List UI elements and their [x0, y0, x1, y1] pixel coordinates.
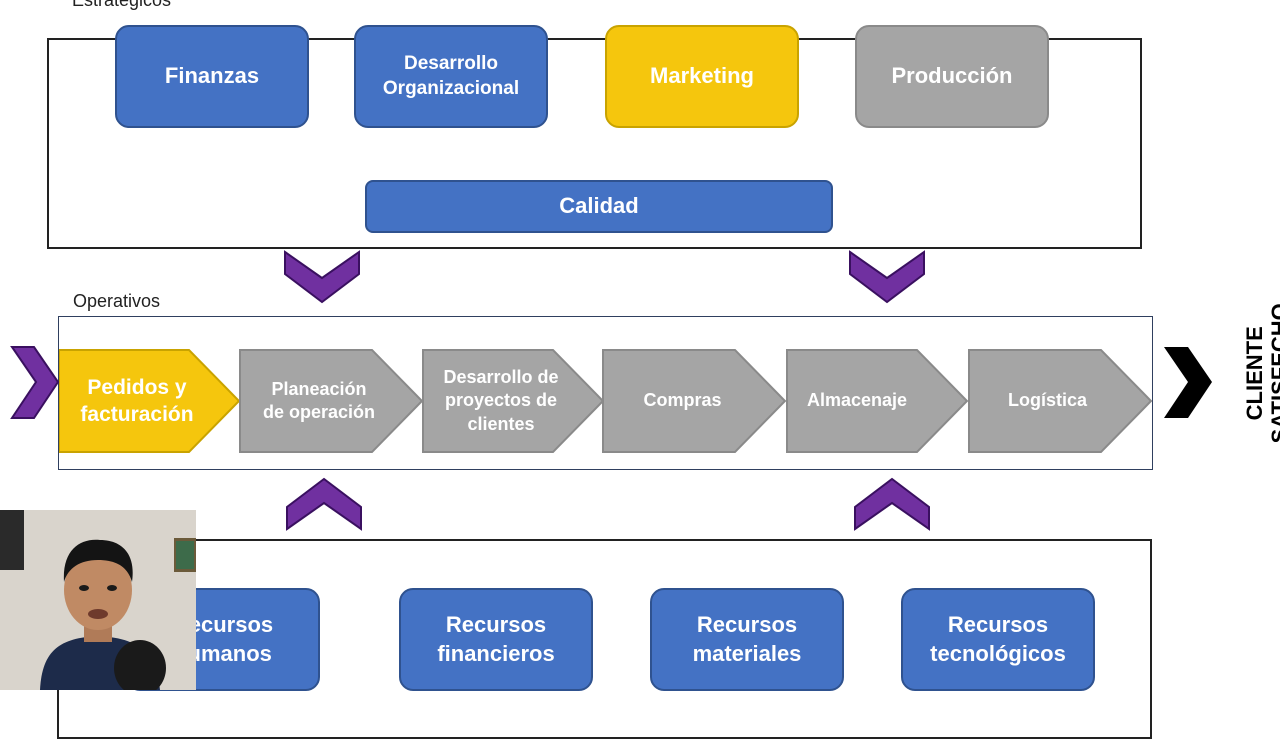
strategic-section-label: Estratégicos [72, 0, 172, 10]
stage-pedidos-facturacion: Pedidos y facturación [62, 350, 212, 452]
stage-shape-desarrollo [422, 349, 605, 453]
stage-desarrollo-proyectos: Desarrollo de proyectos de clientes [425, 350, 577, 452]
up-chevron-icon [286, 477, 362, 531]
stage-shape-planeacion [239, 349, 424, 453]
support-box-recursos-materiales: Recursos materiales [650, 588, 844, 691]
stage-label-line: facturación [80, 403, 194, 426]
support-box-label: Recursos [445, 611, 547, 637]
stage-label-line: de operación [262, 402, 376, 422]
stage-label-line: Compras [643, 390, 722, 411]
stage-shape-almacenaje [786, 349, 969, 453]
down-chevron-icon [284, 250, 360, 304]
outcome-line: CLIENTE [1241, 325, 1267, 421]
support-box-label: Recursos [947, 611, 1049, 637]
outcome-label: CLIENTE SATISFECHO [1197, 303, 1280, 443]
stage-label-line: Desarrollo de [443, 366, 559, 387]
stage-shape-logistica [968, 349, 1153, 453]
presenter-webcam-overlay [0, 510, 196, 690]
strategic-box-produccion: Producción [855, 25, 1049, 128]
support-box-recursos-financieros: Recursos financieros [399, 588, 593, 691]
stage-label-line: Logística [1007, 390, 1087, 411]
support-box-label: materiales [692, 640, 802, 666]
outcome-line: SATISFECHO [1267, 302, 1280, 444]
stage-label-line: Planeación [271, 378, 367, 399]
strategic-box-label: Desarrollo [404, 52, 498, 74]
stage-shape-pedidos [59, 349, 241, 453]
strategic-box-label: Marketing [650, 63, 754, 89]
up-chevron-icon [854, 477, 930, 531]
strategic-box-marketing: Marketing [605, 25, 799, 128]
stage-label-line: proyectos de [444, 390, 558, 411]
stage-logistica: Logística [970, 350, 1125, 452]
stage-almacenaje: Almacenaje [787, 350, 927, 452]
exit-chevron-icon [1164, 347, 1212, 418]
operational-section-label: Operativos [73, 291, 161, 311]
strategic-box-finanzas: Finanzas [115, 25, 309, 128]
strategic-box-desarrollo-organizacional: Desarrollo Organizacional [354, 25, 548, 128]
support-box-label: Recursos [696, 611, 798, 637]
stage-label-line: Almacenaje [806, 390, 908, 411]
stage-shape-compras [602, 349, 787, 453]
strategic-box-label: Calidad [559, 193, 639, 219]
strategic-box-label: Organizacional [382, 77, 520, 99]
strategic-box-label: Finanzas [164, 63, 260, 89]
down-chevron-icon [849, 250, 925, 304]
stage-label-line: Pedidos y [87, 375, 187, 399]
strategic-box-label: Producción [891, 63, 1013, 89]
strategic-frame [47, 38, 1142, 249]
stage-label-line: clientes [467, 413, 535, 434]
process-arrows [59, 349, 1153, 453]
support-box-label: financieros [437, 640, 555, 666]
support-box-recursos-tecnologicos: Recursos tecnológicos [901, 588, 1095, 691]
presenter-video-icon [0, 510, 196, 690]
entry-chevron-icon [10, 346, 60, 419]
strategic-box-calidad: Calidad [365, 180, 833, 233]
stage-compras: Compras [605, 350, 760, 452]
stage-planeacion-operacion: Planeación de operación [245, 350, 393, 452]
support-box-label: tecnológicos [930, 640, 1066, 666]
